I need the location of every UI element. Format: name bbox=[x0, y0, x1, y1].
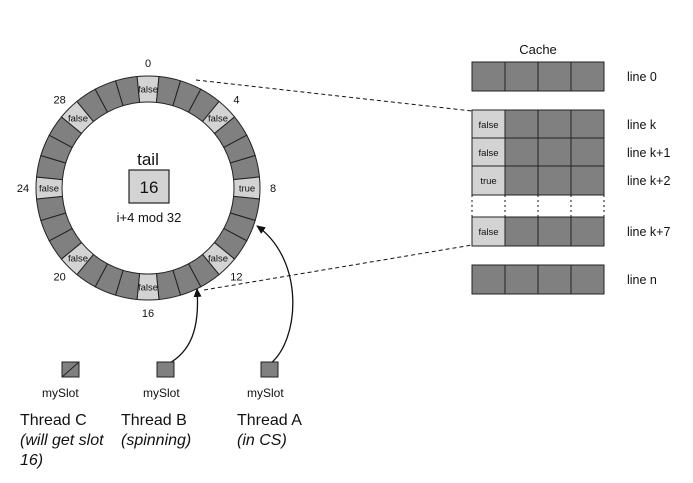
thread-a-note: (in CS) bbox=[237, 432, 287, 449]
tail-value: 16 bbox=[140, 178, 159, 197]
cache: Cache line 0 false line k false line k+1 true… bbox=[471, 42, 670, 295]
cache-cell bbox=[471, 165, 506, 196]
myslot-c: mySlot bbox=[42, 361, 80, 400]
slot-flag-label: false bbox=[138, 283, 158, 294]
cache-cell bbox=[537, 109, 572, 140]
cache-cell bbox=[570, 216, 605, 247]
myslot-label-b: mySlot bbox=[143, 386, 180, 400]
thread-a-name: Thread A bbox=[237, 412, 302, 429]
slot-index-label: 8 bbox=[270, 183, 276, 195]
slot-index-label: 0 bbox=[145, 58, 151, 70]
cache-cell-flag: false bbox=[478, 227, 498, 238]
cache-line-label: line k+2 bbox=[627, 174, 670, 188]
cache-cell bbox=[537, 137, 572, 168]
ring-slot bbox=[114, 75, 141, 107]
cache-cell-flag: false bbox=[478, 148, 498, 159]
cache-line-label: line 0 bbox=[627, 70, 657, 84]
cache-cell bbox=[471, 109, 506, 140]
cache-cell bbox=[504, 109, 539, 140]
slot-flag-label: false bbox=[208, 254, 228, 265]
myslot-a: mySlot bbox=[247, 361, 284, 400]
arrow-thread-a bbox=[256, 225, 294, 365]
cache-title: Cache bbox=[519, 42, 557, 57]
thread-b-name: Thread B bbox=[121, 412, 187, 429]
thread-b: Thread B (spinning) bbox=[121, 411, 221, 451]
slot-index-label: 16 bbox=[142, 308, 154, 320]
cache-cell bbox=[504, 61, 539, 92]
slot-flag-label: true bbox=[239, 184, 255, 195]
cache-cell bbox=[537, 61, 572, 92]
index-formula: i+4 mod 32 bbox=[117, 210, 182, 225]
cache-cell bbox=[537, 264, 572, 295]
slot-flag-label: false bbox=[208, 113, 228, 124]
cache-cell bbox=[504, 165, 539, 196]
arrow-thread-b bbox=[167, 288, 202, 365]
cache-cell-flag: true bbox=[480, 176, 496, 187]
thread-c-note: (will get slot 16) bbox=[20, 432, 104, 469]
cache-cell bbox=[471, 264, 506, 295]
cache-line-label: line k+1 bbox=[627, 146, 670, 160]
cache-cell bbox=[471, 61, 506, 92]
tail-box bbox=[128, 169, 170, 204]
thread-c: Thread C (will get slot 16) bbox=[20, 411, 112, 471]
cache-cell bbox=[537, 165, 572, 196]
connector-bottom bbox=[203, 244, 473, 291]
thread-c-name: Thread C bbox=[20, 412, 87, 429]
connector-top bbox=[195, 79, 473, 112]
cache-cell bbox=[504, 137, 539, 168]
cache-cell bbox=[537, 216, 572, 247]
cache-cell bbox=[570, 61, 605, 92]
cache-cell bbox=[570, 264, 605, 295]
slot-flag-label: false bbox=[68, 113, 88, 124]
cache-cell bbox=[570, 137, 605, 168]
slot-flag-label: false bbox=[39, 184, 59, 195]
cache-line-label: line k bbox=[627, 118, 657, 132]
cache-line-label: line n bbox=[627, 273, 657, 287]
cache-cell bbox=[504, 264, 539, 295]
circular-array: false false true false false false false false 0… bbox=[17, 58, 276, 320]
slot-index-label: 24 bbox=[17, 183, 29, 195]
cache-cell bbox=[504, 216, 539, 247]
slot-flag-label: false bbox=[138, 85, 158, 96]
slot-index-label: 28 bbox=[53, 95, 65, 107]
slot-index-label: 12 bbox=[230, 271, 242, 283]
thread-b-note: (spinning) bbox=[121, 432, 192, 449]
cache-cell-flag: false bbox=[478, 120, 498, 131]
slot-index-label: 20 bbox=[53, 271, 65, 283]
cache-cell bbox=[570, 165, 605, 196]
slot-flag-label: false bbox=[68, 254, 88, 265]
slot-index-label: 4 bbox=[233, 95, 239, 107]
myslot-b: mySlot bbox=[143, 361, 180, 400]
cache-cell bbox=[570, 109, 605, 140]
tail-label: tail bbox=[137, 150, 159, 169]
myslot-label-c: mySlot bbox=[42, 386, 79, 400]
cache-line-label: line k+7 bbox=[627, 225, 670, 239]
cache-cell bbox=[471, 216, 506, 247]
thread-a: Thread A (in CS) bbox=[237, 411, 337, 451]
myslot-label-a: mySlot bbox=[247, 386, 284, 400]
